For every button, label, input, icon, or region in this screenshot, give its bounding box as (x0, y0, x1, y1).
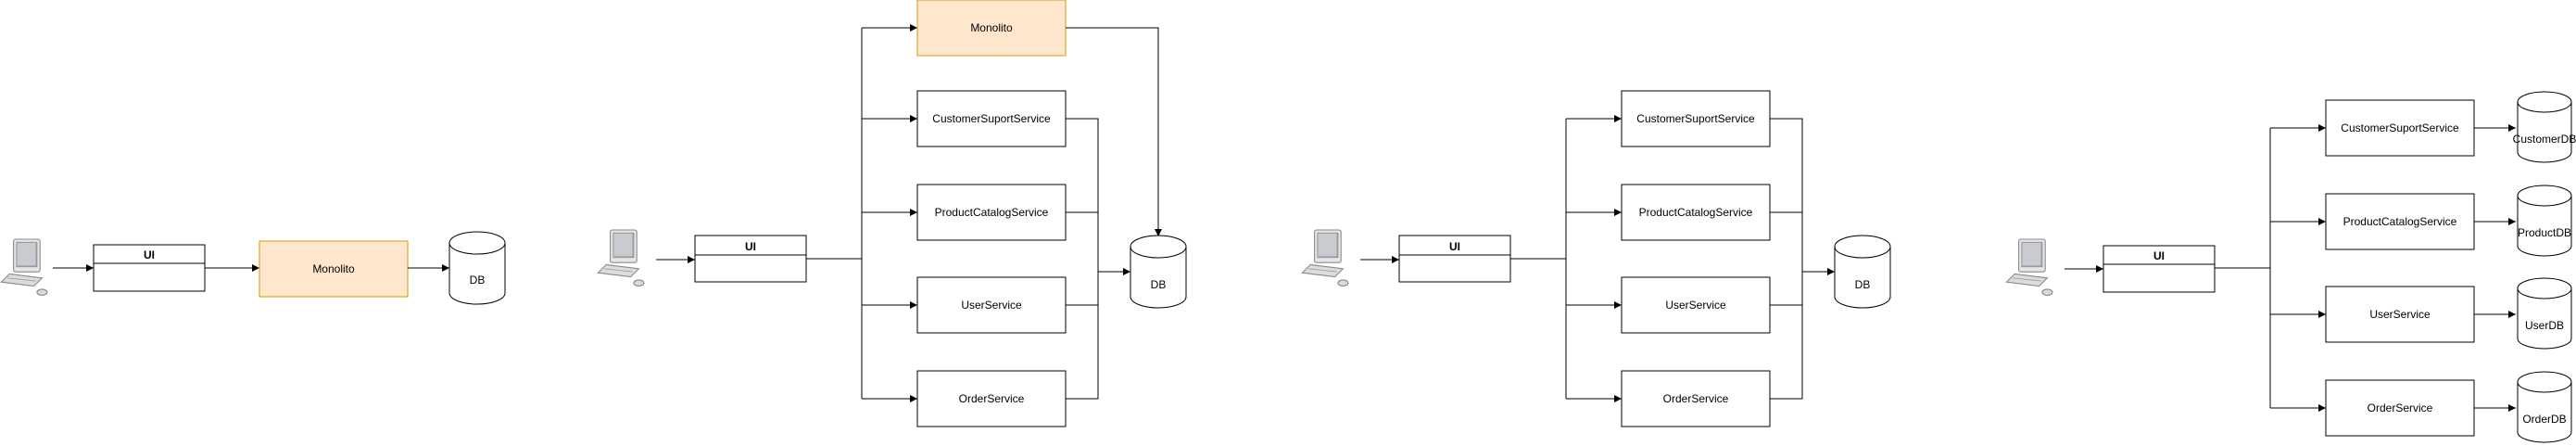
monolith-label: Monolito (970, 21, 1013, 34)
db-label: DB (1151, 278, 1167, 291)
order-db-label: OrderDB (2522, 413, 2566, 426)
product-db-cylinder: ProductDB (2517, 185, 2572, 257)
user-db-label: UserDB (2525, 319, 2564, 332)
user-service-box: UserService (2325, 286, 2475, 343)
order-service-label: OrderService (959, 392, 1025, 405)
monolith-box: Monolito (916, 0, 1067, 57)
user-service-box: UserService (916, 276, 1067, 334)
monolith-label: Monolito (312, 262, 355, 275)
product-service-box: ProductCatalogService (1621, 184, 1771, 241)
order-db-cylinder: OrderDB (2517, 371, 2572, 443)
product-db-label: ProductDB (2518, 226, 2571, 239)
ui-component: UI (1398, 235, 1511, 283)
customer-service-box: CustomerSuportService (2325, 99, 2475, 157)
ui-component: UI (2102, 245, 2216, 293)
db-label: DB (470, 274, 486, 287)
client-computer-icon (2005, 238, 2053, 297)
customer-service-label: CustomerSuportService (1636, 112, 1755, 125)
customer-service-box: CustomerSuportService (1621, 90, 1771, 147)
scenario-monolith: UI Monolito DB (0, 231, 506, 305)
db-cylinder: DB (1130, 235, 1187, 309)
order-service-box: OrderService (1621, 370, 1771, 427)
user-service-label: UserService (1665, 299, 1726, 312)
db-cylinder: DB (1834, 235, 1891, 309)
customer-db-label: CustomerDB (2513, 133, 2576, 146)
order-service-box: OrderService (916, 370, 1067, 427)
ui-component: UI (694, 235, 807, 283)
product-service-box: ProductCatalogService (916, 184, 1067, 241)
ui-title: UI (745, 240, 756, 253)
customer-service-label: CustomerSuportService (2341, 121, 2459, 134)
scenario-microservices-shared-db: UI CustomerSuportService ProductCatalogS… (1301, 90, 1891, 427)
ui-component: UI (93, 244, 206, 292)
ui-title: UI (1449, 240, 1460, 253)
user-service-box: UserService (1621, 276, 1771, 334)
user-service-label: UserService (961, 299, 1022, 312)
customer-service-box: CustomerSuportService (916, 90, 1067, 147)
user-service-label: UserService (2369, 308, 2431, 321)
client-computer-icon (0, 238, 48, 297)
client-computer-icon (1301, 229, 1349, 287)
client-computer-icon (597, 229, 645, 287)
order-service-label: OrderService (1663, 392, 1729, 405)
user-db-cylinder: UserDB (2517, 277, 2572, 350)
ui-title: UI (144, 248, 155, 261)
order-service-box: OrderService (2325, 379, 2475, 437)
db-cylinder: DB (448, 231, 506, 305)
customer-db-cylinder: CustomerDB (2513, 91, 2576, 163)
customer-service-label: CustomerSuportService (932, 112, 1051, 125)
order-service-label: OrderService (2368, 401, 2433, 414)
edge-monolith-db (1066, 27, 1162, 236)
db-label: DB (1855, 278, 1871, 291)
scenario-microservices-own-db: UI CustomerSuportService ProductCatalogS… (2005, 91, 2576, 443)
product-service-label: ProductCatalogService (1639, 206, 1753, 219)
scenario-hybrid: UI Monolito CustomerSuportService Produc… (597, 0, 1187, 427)
product-service-box: ProductCatalogService (2325, 193, 2475, 250)
ui-title: UI (2153, 249, 2165, 262)
product-service-label: ProductCatalogService (935, 206, 1049, 219)
product-service-label: ProductCatalogService (2343, 215, 2457, 228)
monolith-box: Monolito (259, 240, 409, 298)
